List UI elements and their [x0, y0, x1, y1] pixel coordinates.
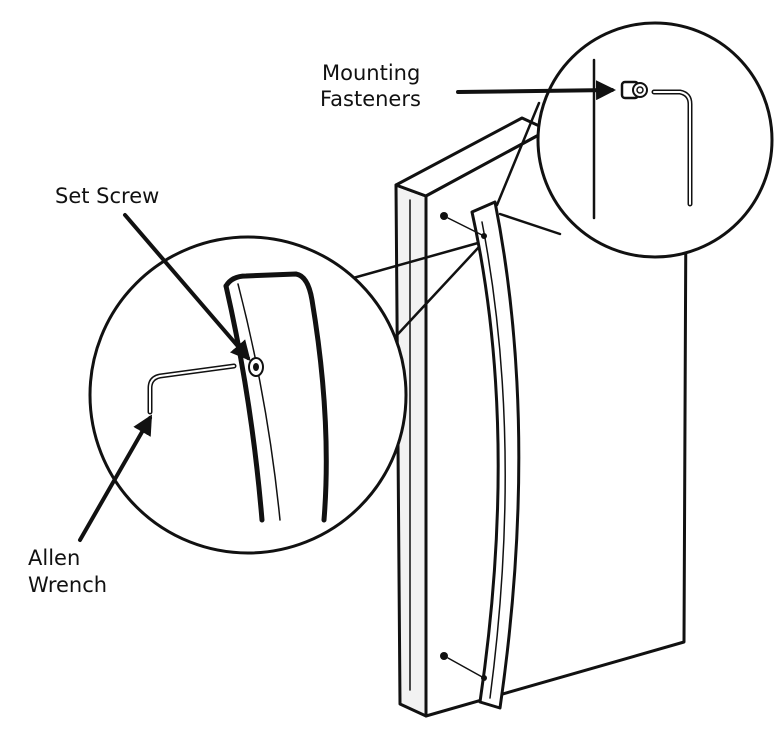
handle-outer-edge: [470, 200, 521, 710]
door-handle: [440, 200, 521, 710]
left-callout-wedge: [344, 241, 480, 350]
right-callout-wedge: [495, 101, 562, 236]
detail-handle-front: [223, 283, 265, 523]
set-screw-arrow: [123, 213, 251, 362]
set-screw-detail-circle: [88, 235, 408, 555]
callout-arrows: [78, 80, 616, 542]
mounting-fasteners-detail-circle: [536, 21, 774, 259]
hex-stud-icon: [620, 80, 648, 100]
detail-handle-body: [223, 271, 329, 523]
bottom-fastener-icon: [440, 652, 487, 681]
mounting-fasteners-label-line1: Mounting: [322, 61, 420, 85]
set-screw-label: Set Screw: [55, 184, 159, 208]
allen-key-icon: [147, 363, 237, 415]
detail-allen-key-icon: [651, 89, 693, 207]
mounting-fasteners-arrow: [456, 80, 616, 101]
detail-handle-face-line: [237, 283, 281, 521]
allen-wrench-label-line1: Allen: [28, 546, 80, 570]
set-screw-icon: [248, 357, 264, 377]
top-fastener-icon: [440, 212, 487, 239]
allen-wrench-label-line2: Wrench: [28, 573, 107, 597]
handle-inner-edge: [481, 221, 506, 699]
mounting-fasteners-label-line2: Fasteners: [320, 87, 421, 111]
callout-labels: Mounting Fasteners Set Screw Allen Wrenc…: [28, 61, 421, 597]
allen-wrench-arrow: [78, 414, 152, 542]
callout-wedges: [344, 101, 562, 350]
